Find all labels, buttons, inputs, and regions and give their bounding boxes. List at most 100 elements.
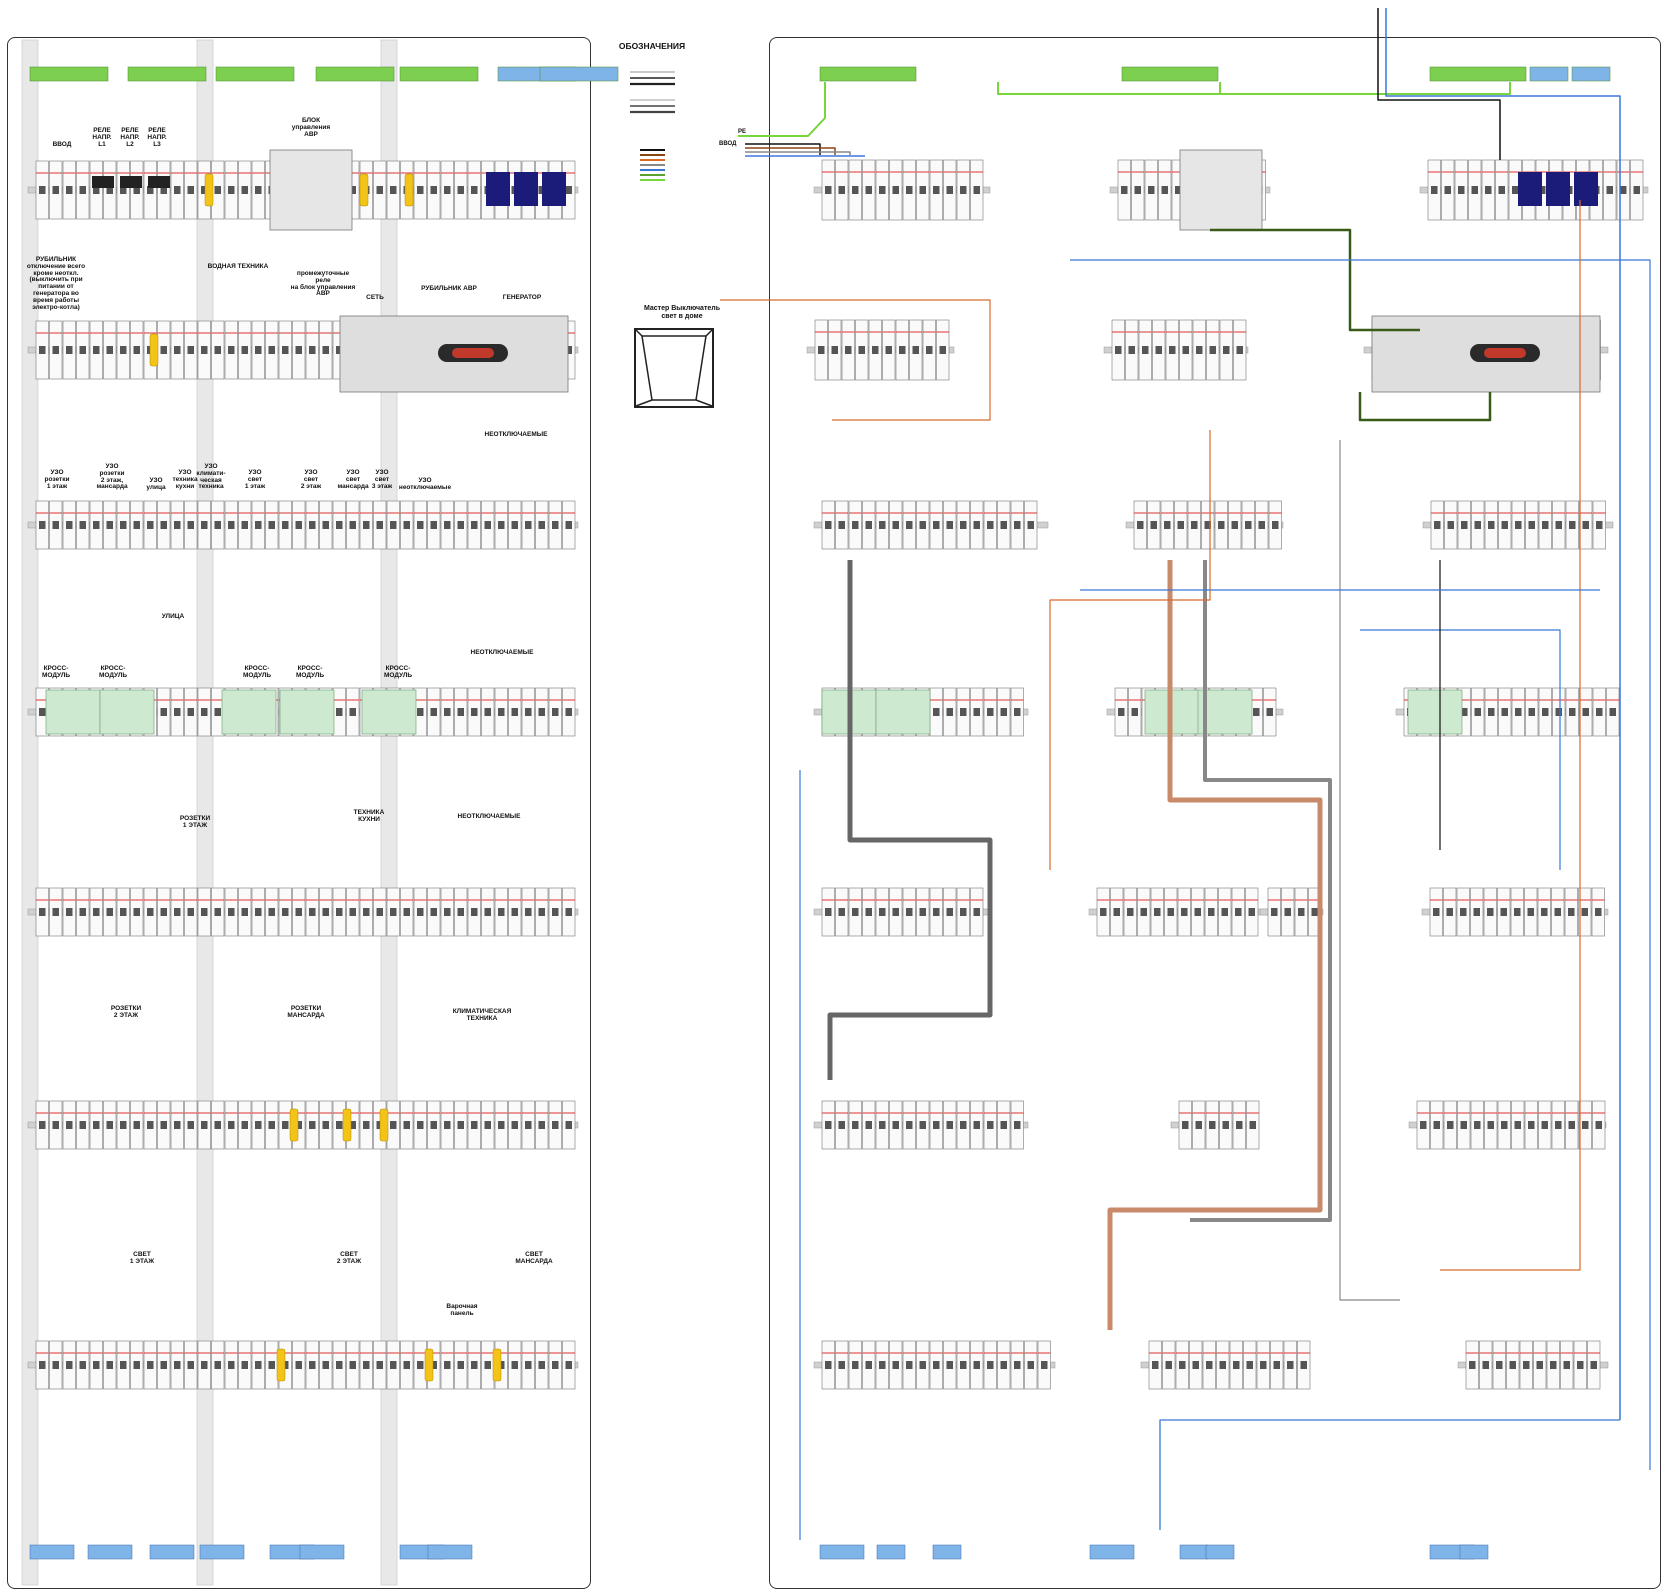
left-bottom-terminal-5 [299, 1544, 345, 1560]
left-toggle-2-30 [444, 521, 451, 529]
left-toggle-6-3 [79, 1361, 86, 1369]
right-toggle-19-12 [987, 1361, 994, 1369]
left-toggle-0-28 [417, 186, 424, 194]
left-toggle-3-10 [174, 708, 181, 716]
label-row7-titles-1: СВЕТ 2 ЭТАЖ [336, 1251, 362, 1265]
right-top-terminal-0 [819, 66, 917, 82]
right-toggle-12-8 [933, 908, 940, 916]
right-avr-handle-red [1484, 348, 1526, 358]
left-toggle-3-35 [511, 708, 518, 716]
right-toggle-19-2 [852, 1361, 859, 1369]
left-toggle-6-31 [457, 1361, 464, 1369]
right-toggle-6-1 [838, 521, 845, 529]
right-toggle-15-9 [1554, 908, 1561, 916]
left-toggle-4-4 [93, 908, 100, 916]
left-toggle-4-21 [322, 908, 329, 916]
wire-10 [720, 299, 991, 421]
right-toggle-13-7 [1194, 908, 1201, 916]
left-toggle-2-14 [228, 521, 235, 529]
right-toggle-17-0 [1182, 1121, 1189, 1129]
left-toggle-5-15 [241, 1121, 248, 1129]
left-bottom-terminal-3 [199, 1544, 245, 1560]
left-toggle-4-2 [66, 908, 73, 916]
right-toggle-8-3 [1474, 521, 1481, 529]
left-toggle-0-29 [430, 186, 437, 194]
right-toggle-15-0 [1433, 908, 1440, 916]
right-toggle-0-7 [919, 186, 926, 194]
right-toggle-11-6 [1488, 708, 1495, 716]
right-toggle-6-2 [852, 521, 859, 529]
left-toggle-6-6 [120, 1361, 127, 1369]
right-toggle-11-11 [1555, 708, 1562, 716]
left-toggle-2-15 [241, 521, 248, 529]
right-toggle-16-14 [1014, 1121, 1021, 1129]
right-toggle-1-1 [1134, 186, 1141, 194]
right-toggle-19-0 [825, 1361, 832, 1369]
left-end-stop-9 [492, 1348, 502, 1382]
right-toggle-21-1 [1482, 1361, 1489, 1369]
left-toggle-2-6 [120, 521, 127, 529]
right-toggle-6-5 [892, 521, 899, 529]
left-top-terminal-4 [399, 66, 479, 82]
left-end-stop-0 [204, 173, 214, 207]
right-toggle-16-1 [838, 1121, 845, 1129]
left-toggle-0-39 [565, 186, 572, 194]
left-toggle-5-31 [457, 1121, 464, 1129]
left-toggle-4-13 [214, 908, 221, 916]
right-toggle-12-9 [946, 908, 953, 916]
right-toggle-2-4 [1485, 186, 1492, 194]
left-toggle-6-29 [430, 1361, 437, 1369]
right-toggle-2-2 [1458, 186, 1465, 194]
right-toggle-3-9 [939, 346, 946, 354]
vvod-label: ВВОД [719, 141, 737, 147]
right-toggle-12-5 [892, 908, 899, 916]
left-top-terminal-0 [29, 66, 109, 82]
right-toggle-15-5 [1500, 908, 1507, 916]
left-toggle-1-18 [282, 346, 289, 354]
left-toggle-6-23 [349, 1361, 356, 1369]
right-toggle-17-3 [1222, 1121, 1229, 1129]
right-toggle-13-9 [1221, 908, 1228, 916]
left-toggle-3-13 [214, 708, 221, 716]
left-end-stop-6 [379, 1108, 389, 1142]
right-toggle-7-1 [1150, 521, 1157, 529]
left-toggle-4-9 [160, 908, 167, 916]
right-toggle-19-6 [906, 1361, 913, 1369]
left-cross-module-0 [45, 689, 101, 735]
label-row-titles-6: УЗО свет 2 этаж [300, 469, 322, 490]
left-toggle-0-25 [376, 186, 383, 194]
right-toggle-4-8 [1223, 346, 1230, 354]
left-toggle-5-11 [187, 1121, 194, 1129]
wire-2 [1220, 82, 1511, 95]
right-toggle-14-1 [1284, 908, 1291, 916]
left-bottom-terminal-1 [87, 1544, 133, 1560]
right-toggle-8-10 [1569, 521, 1576, 529]
right-toggle-13-3 [1140, 908, 1147, 916]
left-toggle-6-8 [147, 1361, 154, 1369]
left-toggle-4-14 [228, 908, 235, 916]
cable-channel-0 [21, 39, 39, 1586]
left-toggle-2-12 [201, 521, 208, 529]
left-toggle-1-14 [228, 346, 235, 354]
left-toggle-1-20 [309, 346, 316, 354]
right-toggle-1-0 [1121, 186, 1128, 194]
left-toggle-4-28 [417, 908, 424, 916]
left-toggle-0-16 [255, 186, 262, 194]
left-toggle-6-10 [174, 1361, 181, 1369]
left-toggle-5-27 [403, 1121, 410, 1129]
left-toggle-4-35 [511, 908, 518, 916]
master-switch[interactable] [634, 328, 714, 408]
left-toggle-5-23 [349, 1121, 356, 1129]
right-toggle-16-8 [933, 1121, 940, 1129]
right-toggle-21-6 [1550, 1361, 1557, 1369]
left-toggle-0-1 [52, 186, 59, 194]
right-toggle-13-2 [1127, 908, 1134, 916]
left-toggle-2-26 [390, 521, 397, 529]
right-toggle-16-12 [987, 1121, 994, 1129]
label-row4-titles-4: КРОСС- МОДУЛЬ [295, 665, 325, 679]
label-row5-titles-1: ТЕХНИКА КУХНИ [353, 809, 385, 823]
right-toggle-11-13 [1582, 708, 1589, 716]
label-row-titles-2: УЗО улица [146, 477, 166, 491]
right-toggle-2-15 [1633, 186, 1640, 194]
left-toggle-2-10 [174, 521, 181, 529]
